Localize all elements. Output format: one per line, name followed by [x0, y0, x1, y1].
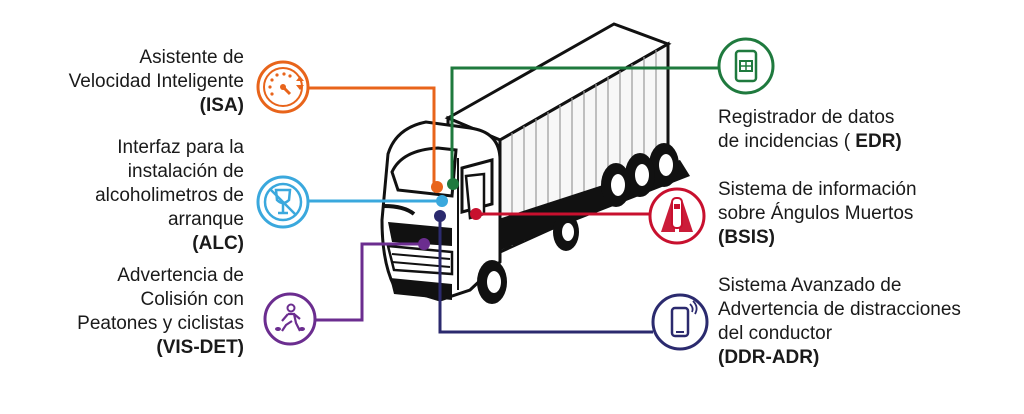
- vis-label-line: Peatones y ciclistas: [77, 313, 244, 334]
- truck-cab: [380, 120, 502, 302]
- truck-illustration: [380, 22, 690, 304]
- no-alcohol-icon: [256, 175, 310, 229]
- data-chip-icon: [717, 37, 775, 95]
- ddr-label-line: Sistema Avanzado de: [718, 275, 902, 296]
- bsis-label-line: Sistema de información: [718, 179, 917, 200]
- ddr-connector: [438, 216, 653, 334]
- edr-abbreviation: EDR): [855, 131, 902, 152]
- alc-label-line: alcoholimetros de: [95, 185, 244, 206]
- smartphone-icon: [651, 293, 709, 351]
- speedometer-icon: [256, 60, 310, 114]
- edr-endpoint-dot: [447, 178, 459, 190]
- ddr-abbreviation: (DDR-ADR): [718, 347, 820, 368]
- ddr-label-line: del conductor: [718, 323, 833, 344]
- edr-label: Registrador de datos de incidencias ( ED…: [718, 106, 902, 154]
- bsis-label-line: sobre Ángulos Muertos: [718, 203, 914, 224]
- edr-label-prefix: de incidencias (: [718, 131, 856, 152]
- alc-label-line: Interfaz para la: [117, 137, 244, 158]
- vis-label-line: Colisión con: [140, 289, 245, 310]
- vis-label: Advertencia de Colisión con Peatones y c…: [77, 264, 244, 360]
- alc-label-line: instalación de: [127, 161, 244, 182]
- connector-lines: [307, 66, 718, 334]
- isa-label-line: Asistente de: [139, 47, 244, 68]
- isa-endpoint-dot: [431, 181, 443, 193]
- edr-label-line: Registrador de datos: [718, 107, 895, 128]
- ddr-label: Sistema Avanzado de Advertencia de distr…: [718, 274, 961, 370]
- rear-wheels: [553, 143, 679, 251]
- blind-spot-icon: [648, 187, 706, 245]
- vis-abbreviation: (VIS-DET): [156, 337, 244, 358]
- edr-connector: [450, 66, 718, 184]
- alc-endpoint-dot: [436, 195, 448, 207]
- alc-label: Interfaz para la instalación de alcoholi…: [95, 136, 244, 256]
- bsis-label: Sistema de información sobre Ángulos Mue…: [718, 178, 917, 250]
- vis-endpoint-dot: [418, 238, 430, 250]
- alc-label-line: arranque: [167, 209, 244, 230]
- ddr-label-line: Advertencia de distracciones: [718, 299, 961, 320]
- alc-abbreviation: (ALC): [192, 233, 244, 254]
- vis-connector: [313, 242, 424, 322]
- isa-label-line: Velocidad Inteligente: [68, 71, 244, 92]
- isa-abbreviation: (ISA): [199, 95, 244, 116]
- pedestrian-icon: [263, 292, 317, 346]
- bsis-endpoint-dot: [470, 208, 482, 220]
- vis-label-line: Advertencia de: [117, 265, 244, 286]
- bsis-abbreviation: (BSIS): [718, 227, 775, 248]
- ddr-endpoint-dot: [434, 210, 446, 222]
- isa-connector: [307, 86, 436, 186]
- isa-label: Asistente de Velocidad Inteligente (ISA): [69, 46, 244, 118]
- edr-label-line: de incidencias ( EDR): [718, 130, 902, 154]
